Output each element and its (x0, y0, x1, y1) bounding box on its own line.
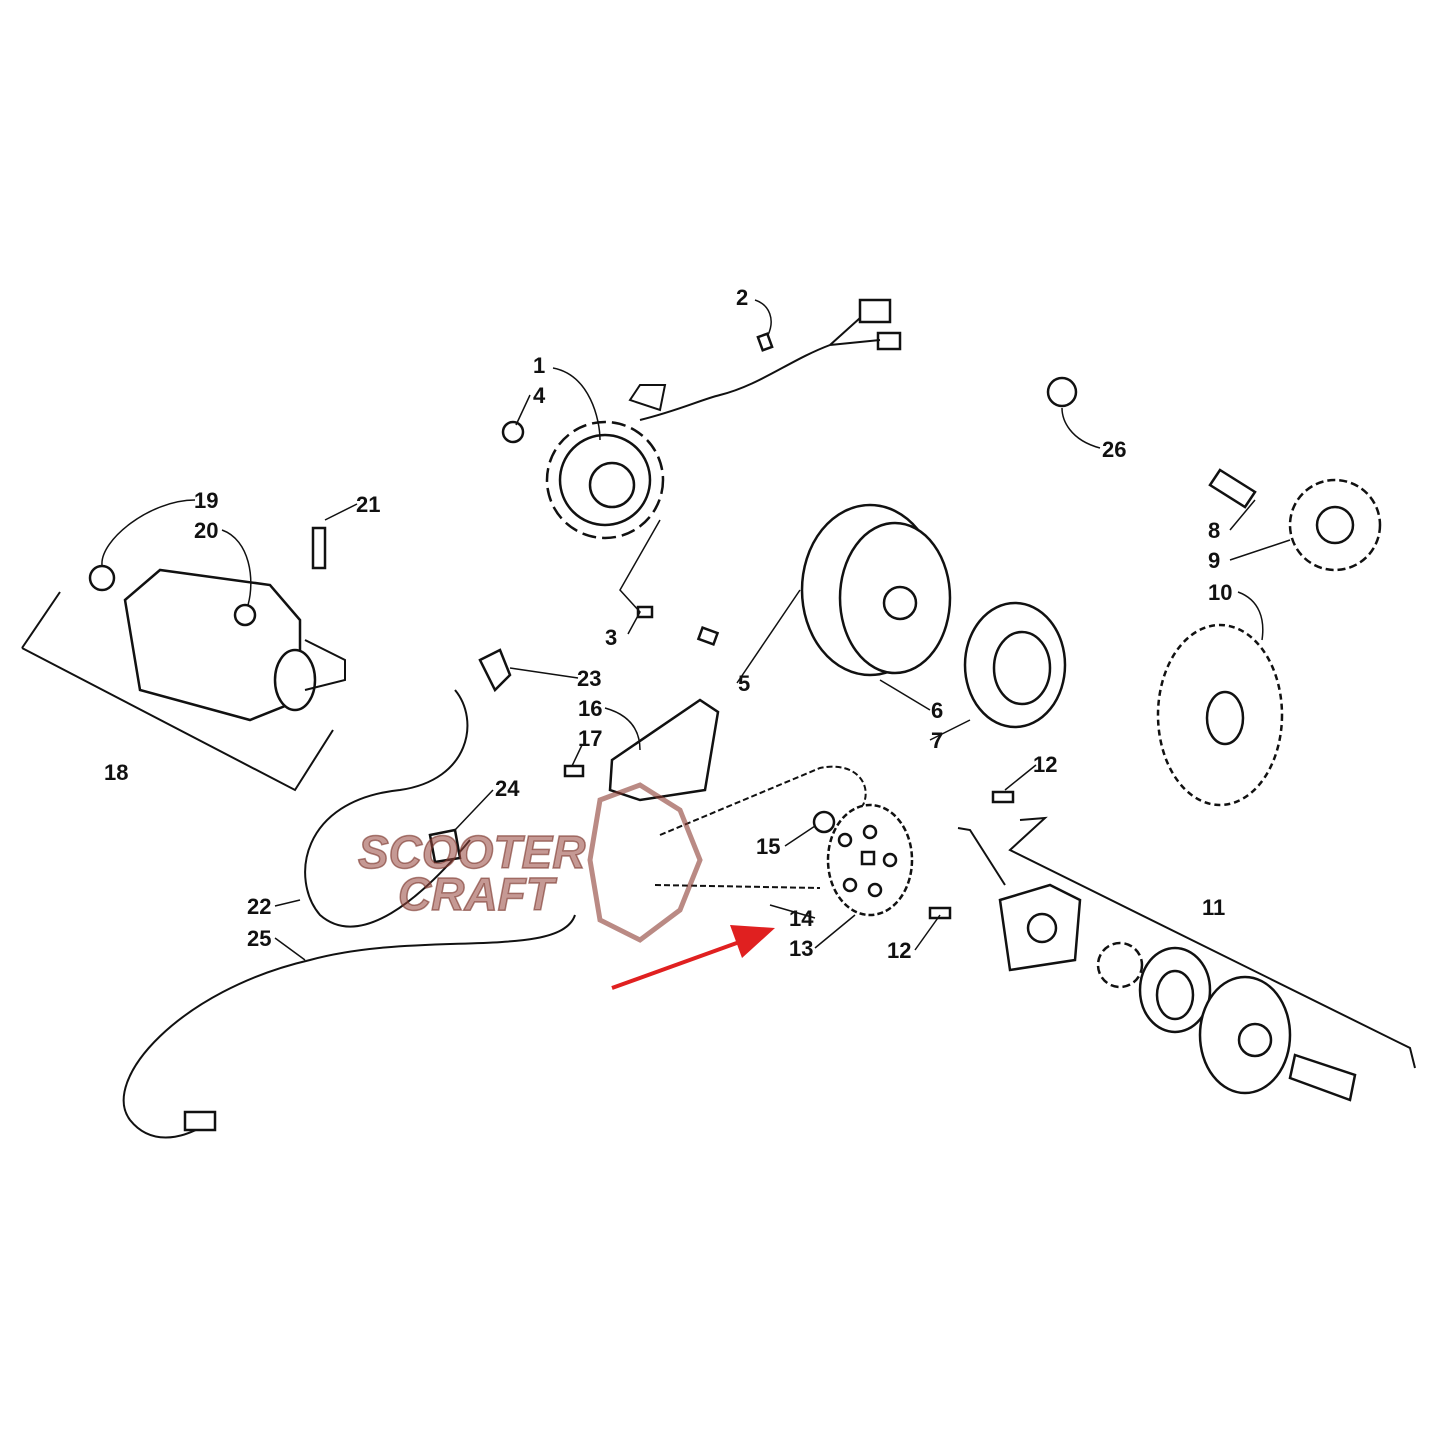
chain-guide (608, 698, 720, 802)
sprocket (826, 803, 914, 917)
driven-gear (1156, 623, 1284, 807)
watermark-line2: CRAFT (398, 868, 558, 920)
callout-21: 21 (356, 492, 380, 517)
scootercraft-watermark: SCOOTER CRAFT (357, 782, 703, 943)
callout-17: 17 (578, 726, 602, 751)
starter-motor (21, 564, 346, 792)
callouts: 1 2 3 4 5 6 7 8 9 10 11 12 12 13 14 15 1… (104, 285, 1232, 963)
callout-24: 24 (495, 776, 520, 801)
callout-16: 16 (578, 696, 602, 721)
callout-5: 5 (738, 671, 750, 696)
callout-20: 20 (194, 518, 218, 543)
callout-9: 9 (1208, 548, 1220, 573)
callout-15: 15 (756, 834, 780, 859)
callout-22: 22 (247, 894, 271, 919)
callout-13: 13 (789, 936, 813, 961)
washer (1046, 376, 1078, 408)
callout-12-top: 12 (1033, 752, 1057, 777)
callout-3: 3 (605, 625, 617, 650)
callout-7: 7 (931, 728, 943, 753)
screws (311, 332, 1015, 920)
callout-6: 6 (931, 698, 943, 723)
cables (122, 648, 576, 1139)
red-arrow-highlight (611, 925, 775, 990)
callout-26: 26 (1102, 437, 1126, 462)
leader-lines (101, 299, 1291, 961)
callout-8: 8 (1208, 518, 1220, 543)
callout-14: 14 (789, 906, 814, 931)
callout-23: 23 (577, 666, 601, 691)
watermark-line1: SCOOTER (358, 826, 585, 878)
callout-10: 10 (1208, 580, 1232, 605)
callout-25: 25 (247, 926, 271, 951)
callout-4: 4 (533, 383, 546, 408)
stator (545, 298, 902, 540)
circlip (812, 810, 836, 834)
callout-19: 19 (194, 488, 218, 513)
idler-gear (1208, 468, 1382, 572)
callout-2: 2 (736, 285, 748, 310)
callout-18: 18 (104, 760, 128, 785)
callout-1: 1 (533, 353, 545, 378)
callout-11: 11 (1202, 895, 1225, 920)
chain (654, 765, 867, 889)
flywheel (800, 503, 1067, 729)
oil-pump (957, 816, 1416, 1102)
callout-12-bottom: 12 (887, 938, 911, 963)
